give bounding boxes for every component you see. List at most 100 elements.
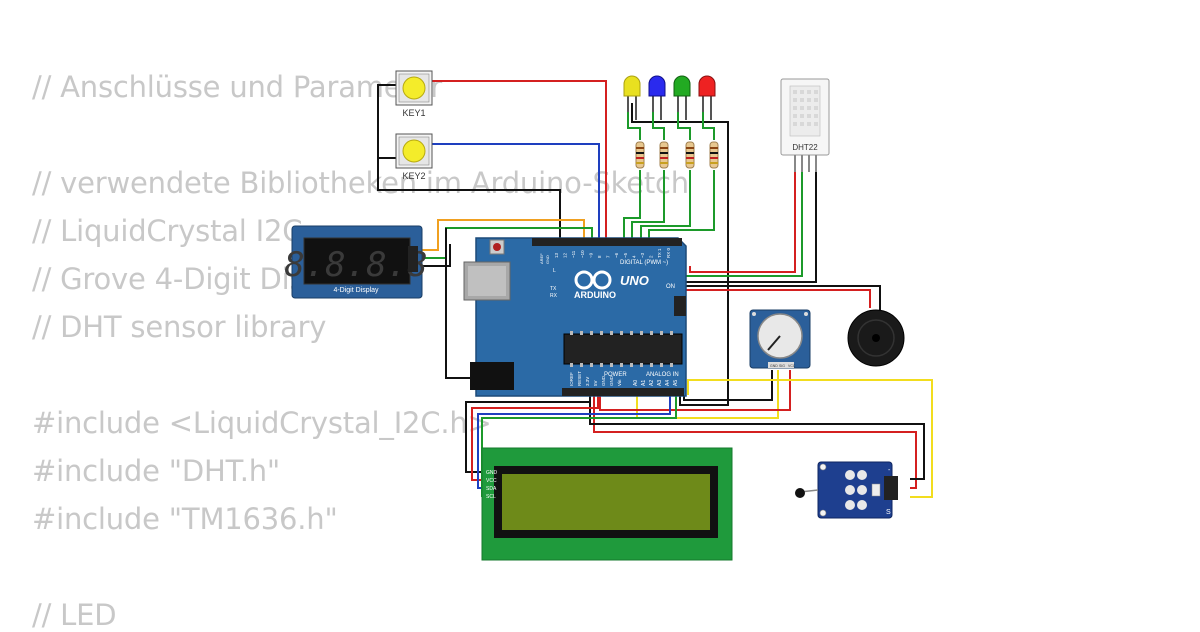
arduino-digital-label: DIGITAL (PWM ~) [620, 260, 668, 266]
temp-pin-s: S [886, 509, 891, 516]
analog-pin-label: A2 [649, 380, 655, 386]
power-pin-label: GND [609, 375, 614, 386]
power-pin-label: 5V [593, 380, 598, 386]
power-pin-label: GND [601, 375, 606, 386]
seg-digits: 8.8.8.8 [284, 245, 427, 285]
resistors [635, 141, 719, 169]
code-line: // verwendete Bibliotheken im Arduino-Sk… [32, 166, 689, 200]
pot-pin-label: GND [770, 364, 778, 368]
power-pin-label: 3.3V [585, 377, 590, 386]
code-line: #include "TM1636.h" [32, 502, 338, 536]
wire-pot-yellow[interactable] [636, 370, 779, 419]
digital-pin-label: ~10 [580, 250, 585, 258]
led-green[interactable] [673, 75, 691, 120]
arduino-uno-label: UNO [620, 273, 649, 288]
four-digit-display[interactable]: 8.8.8.8 4-Digit Display [284, 225, 428, 299]
wire-lcd-vcc[interactable] [471, 395, 599, 481]
analog-pin-label: A4 [665, 380, 671, 386]
key2-label: KEY2 [402, 171, 425, 181]
pot-pin-label: VCC [788, 364, 796, 368]
lcd-pin-label: SCL [486, 494, 496, 500]
pot-pin-label: SIG [779, 364, 785, 368]
temp-pin-minus: - [888, 467, 891, 474]
digital-pin-label: ~6 [614, 252, 619, 258]
buzzer[interactable] [847, 309, 905, 367]
arduino-rx-label: RX [550, 293, 558, 299]
power-pin-label: RESET [577, 371, 582, 386]
led-blue[interactable] [648, 75, 666, 120]
digital-pin-label: 12 [563, 252, 568, 258]
wire-buttons-gnd2[interactable] [377, 158, 561, 243]
wire-lcd-sda[interactable] [477, 395, 671, 489]
wire-pot-black[interactable] [683, 370, 773, 401]
arduino-brand-label: ARDUINO [574, 290, 616, 300]
wire-key2-blue[interactable] [432, 143, 600, 243]
wire-led4-green[interactable] [648, 170, 715, 243]
digital-pin-label: RX 0 [666, 247, 671, 258]
digital-pin-label: 7 [606, 255, 611, 258]
resistor-3[interactable] [685, 141, 695, 169]
thermistor-icon [795, 488, 805, 498]
wire-led3-green[interactable] [640, 170, 691, 243]
resistor-2[interactable] [659, 141, 669, 169]
digital-pin-label: ~5 [623, 252, 628, 258]
analog-pin-label: A3 [657, 380, 663, 386]
arduino-gnd-label: GND [545, 255, 550, 264]
analog-pin-label: A1 [641, 380, 647, 386]
temperature-sensor-module[interactable]: - S [795, 461, 898, 519]
barrel-jack[interactable] [470, 362, 514, 390]
seg-display-label: 4-Digit Display [333, 287, 379, 294]
code-line: #include <LiquidCrystal_I2C.h> [32, 406, 492, 440]
arduino-aref-label: AREF [539, 253, 544, 264]
digital-pin-label: 2 [649, 255, 654, 258]
key1-label: KEY1 [402, 108, 425, 118]
analog-pin-label: A0 [633, 380, 639, 386]
wire-dht-red[interactable] [689, 170, 796, 273]
lcd-pin-label: GND [486, 470, 498, 476]
digital-pin-label: TX 1 [657, 248, 662, 258]
digital-pin-label: ~3 [640, 252, 645, 258]
arduino-l-label: L [553, 268, 556, 274]
wire-temp-yellow[interactable] [687, 379, 933, 498]
dht-label: DHT22 [792, 143, 818, 152]
dht-grille [789, 85, 821, 137]
push-button-key2[interactable]: KEY2 [395, 133, 433, 181]
button-cap-icon[interactable] [402, 76, 426, 100]
led-red[interactable] [698, 75, 716, 120]
wire-key1-red[interactable] [432, 80, 607, 243]
digital-header[interactable] [532, 238, 682, 246]
arduino-analog-label: ANALOG IN [646, 372, 679, 378]
arduino-uno-board[interactable]: UNO ARDUINO DIGITAL (PWM ~) POWER ANALOG… [463, 237, 687, 397]
wire-pot-red[interactable] [599, 370, 791, 411]
wire-dht-green[interactable] [673, 170, 803, 277]
power-pin-label: IOREF [569, 372, 574, 386]
code-line: // LiquidCrystal I2C [32, 214, 303, 248]
digital-pin-label: ~9 [588, 252, 593, 258]
power-analog-header[interactable] [562, 388, 684, 396]
wire-leds-gnd[interactable] [631, 103, 729, 406]
dht22-sensor[interactable]: DHT22 [780, 78, 830, 172]
wire-seg-black[interactable] [414, 244, 451, 267]
wire-led1-green[interactable] [623, 170, 641, 243]
wire-jack-black[interactable] [445, 228, 470, 379]
wire-led2-green[interactable] [631, 170, 665, 243]
button-cap-icon[interactable] [402, 139, 426, 163]
push-button-key1[interactable]: KEY1 [395, 70, 433, 118]
led-yellow[interactable] [623, 75, 641, 120]
wire-buttons-gnd[interactable] [377, 84, 398, 159]
resistor-4[interactable] [709, 141, 719, 169]
atmega-chip [563, 333, 683, 365]
wire-temp-red[interactable] [593, 395, 917, 489]
digital-pin-label: 13 [554, 252, 559, 258]
analog-pin-label: A5 [673, 380, 679, 386]
code-line: // DHT sensor library [32, 310, 327, 344]
resistor-1[interactable] [635, 141, 645, 169]
arduino-tx-label: TX [550, 286, 557, 292]
